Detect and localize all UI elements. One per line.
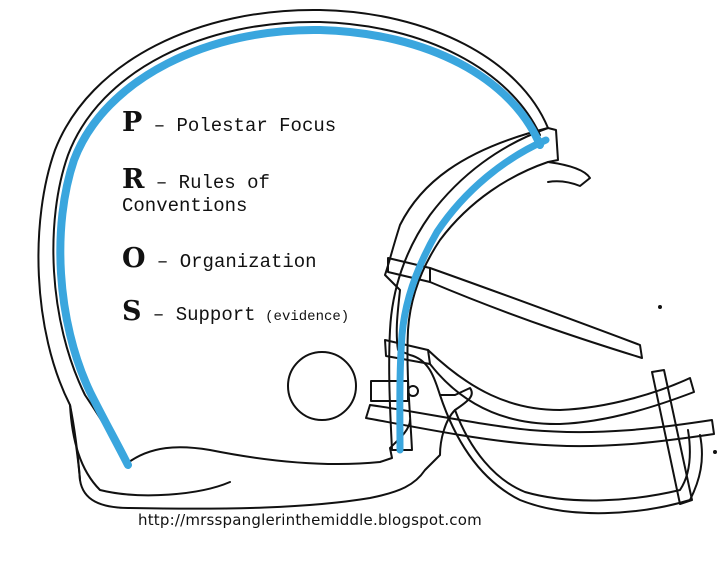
facemask-screw [407,385,419,397]
facemask-clip-lower [370,380,409,402]
pros-item-r: R – Rules of [122,164,270,195]
pros-item-o: O – Organization [122,243,317,274]
helmet-stripe [56,25,544,469]
helmet-back-bumper [69,404,231,497]
pros-separator: – [142,115,177,137]
pros-letter: P [122,107,143,138]
pros-text-continued: Conventions [122,195,248,217]
pros-separator: – [145,251,180,273]
pros-letter: O [122,243,146,274]
pros-separator: – [144,172,179,194]
pros-text: Organization [179,251,317,273]
pros-text: Support [175,304,256,326]
footer-url[interactable]: http://mrsspanglerinthemiddle.blogspot.c… [138,511,482,529]
pros-item-p: P – Polestar Focus [122,107,336,138]
pros-text: Polestar Focus [176,115,337,137]
facemask-bar-1 [429,267,643,359]
facemask-top-bar [547,161,591,187]
helmet-shell-outer [37,8,549,510]
facemask-bar-3 [365,404,715,448]
facemask-vertical-bar [651,369,693,505]
helmet-ear-hole [287,351,357,421]
helmet-stripe-front [396,136,550,454]
facemask-chin-curve [439,394,703,515]
facemask-chin-curve-inner [454,409,691,502]
pros-item-r-line2: Conventions [122,195,247,217]
pros-separator: – [141,304,176,326]
pros-letter: S [122,296,142,327]
pros-note: (evidence) [265,309,350,325]
pros-text: Rules of [178,172,270,194]
facemask-bar-2 [427,349,695,426]
helmet-shell-inner [52,20,541,466]
pros-item-s: S – Support (evidence) [122,296,349,327]
pros-letter: R [122,164,145,195]
